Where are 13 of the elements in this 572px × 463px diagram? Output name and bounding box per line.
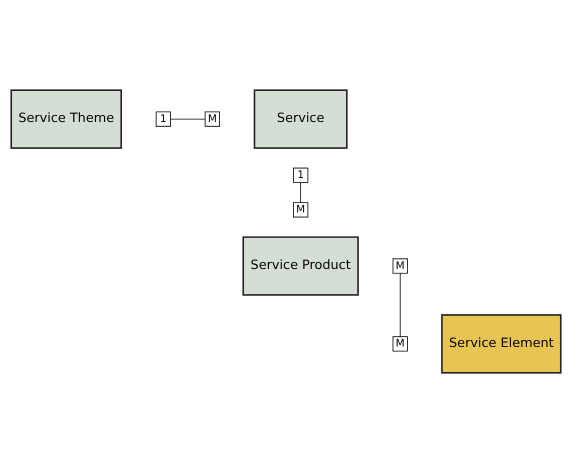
node-box: M [392, 258, 408, 274]
connector [170, 118, 206, 120]
node-box: Service Element [441, 314, 562, 374]
node-box: Service Theme [10, 89, 122, 149]
node-box: M [293, 202, 308, 218]
node-box: M [392, 336, 408, 352]
connector [300, 182, 302, 203]
node-box: Service [254, 89, 348, 149]
node-box: 1 [156, 111, 171, 127]
node-box: 1 [293, 168, 308, 183]
connector [400, 272, 401, 337]
node-box: Service Product [242, 236, 359, 296]
node-box: M [204, 111, 220, 127]
